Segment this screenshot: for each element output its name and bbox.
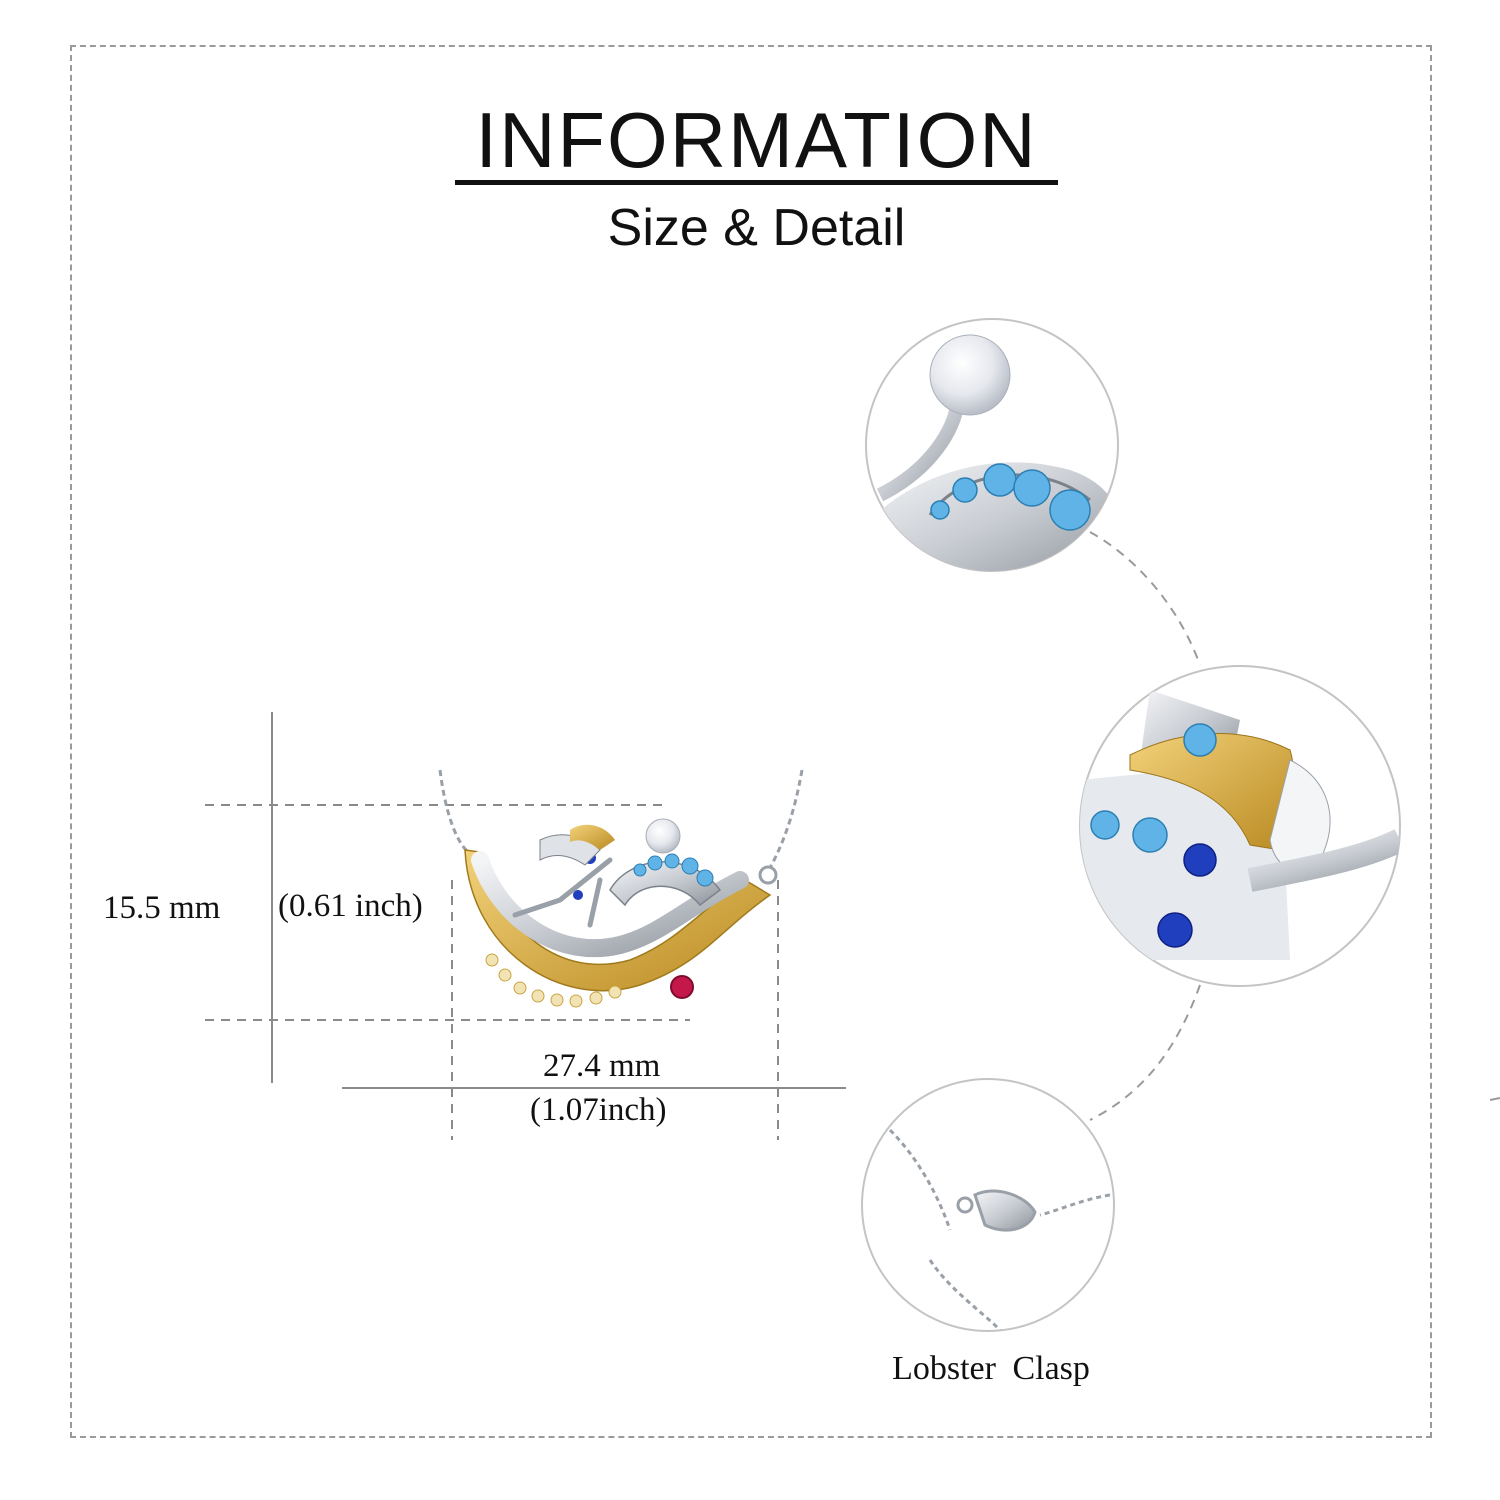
jump-ring	[758, 865, 778, 885]
fairy-body	[512, 857, 613, 928]
pendant-image	[438, 769, 804, 1008]
edge-dash	[1489, 1097, 1500, 1101]
detail-circle-clasp	[861, 1078, 1115, 1332]
detail-circle-pearl	[865, 318, 1119, 572]
pearl	[645, 818, 681, 854]
clasp-label: Lobster Clasp	[892, 1350, 1090, 1387]
blue-stones	[633, 853, 714, 887]
page-title: INFORMATION	[475, 96, 1038, 184]
gold-crescent	[464, 849, 772, 992]
width-mm-label: 27.4 mm	[543, 1048, 661, 1084]
gold-stones	[485, 953, 622, 1008]
title-underline	[455, 180, 1058, 185]
fairy-hair	[570, 824, 615, 850]
dashed-frame	[70, 45, 1432, 1438]
page-subtitle: Size & Detail	[607, 199, 906, 257]
detail-circle-fairy	[1079, 665, 1401, 987]
red-stone	[670, 975, 694, 999]
silver-band	[471, 851, 749, 958]
fairy-wing	[539, 834, 601, 866]
height-mm-label: 15.5 mm	[103, 890, 221, 926]
connector-1	[1089, 531, 1201, 666]
connector-2	[1089, 984, 1201, 1121]
height-inch-label: (0.61 inch)	[278, 888, 423, 924]
chain-left	[438, 769, 470, 854]
dimension-lines	[205, 712, 846, 1140]
width-inch-label: (1.07inch)	[530, 1092, 667, 1128]
chain-right	[768, 769, 804, 869]
detail-connectors	[1089, 531, 1201, 1121]
